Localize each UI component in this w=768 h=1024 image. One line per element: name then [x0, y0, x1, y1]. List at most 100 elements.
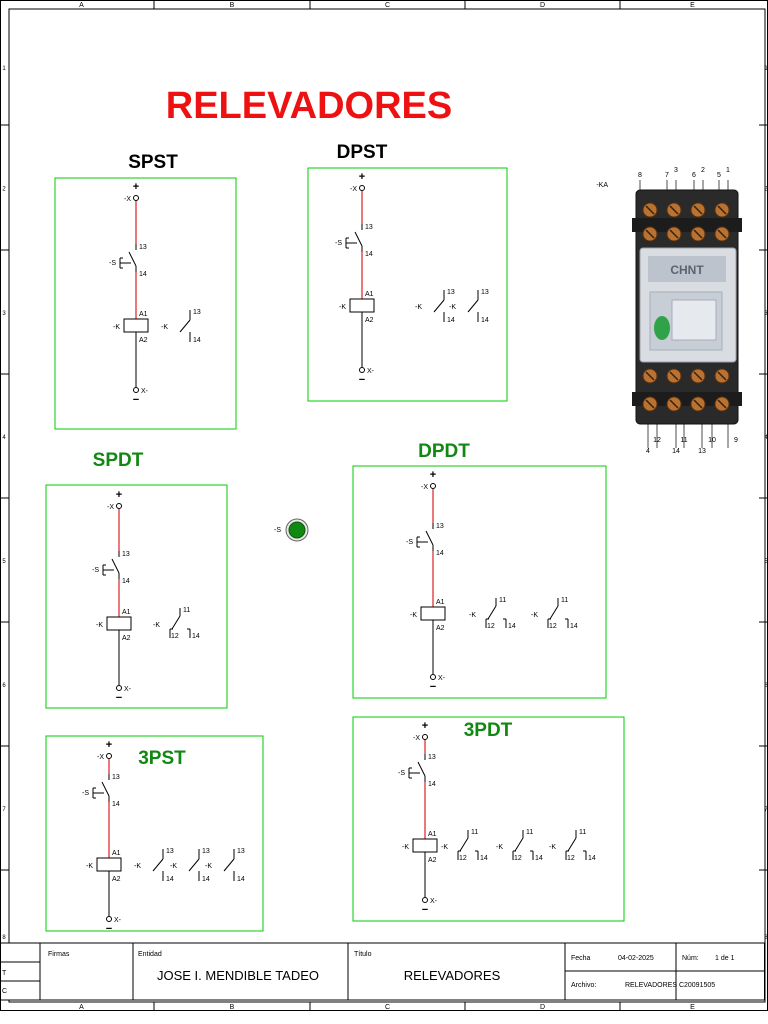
supply-plus-sign: +: [133, 181, 139, 193]
contact-terminal: 14: [535, 855, 543, 862]
row-label: 1: [764, 66, 768, 72]
row-label: 1: [2, 66, 6, 72]
circuit-title: 3PDT: [464, 720, 513, 741]
pin-label: 11: [680, 437, 687, 444]
row-label: 4: [2, 435, 6, 441]
relay-indicator-flag: [654, 316, 670, 340]
contact-ref: -K: [134, 863, 141, 870]
contact-terminal: 11: [526, 829, 533, 836]
switch-ref: -S: [406, 539, 413, 546]
tb-titulo-label: Título: [354, 951, 372, 958]
terminal-ref: -X: [413, 735, 420, 742]
row-label: 2: [2, 187, 6, 193]
terminal-circle: [106, 753, 112, 759]
tb-num-value: 1 de 1: [715, 955, 735, 962]
screw-slot: [693, 399, 703, 409]
circuit-title: DPDT: [418, 441, 470, 462]
coil-terminal: A2: [428, 857, 437, 864]
terminal-circle: [359, 367, 365, 373]
switch-terminal: 13: [436, 523, 444, 530]
contact-terminal: 14: [508, 623, 516, 630]
terminal-ref: X-: [114, 917, 122, 924]
contact-terminal: 13: [166, 848, 174, 855]
screw-slot: [645, 371, 655, 381]
switch-ref: -S: [109, 260, 116, 267]
terminal-circle: [359, 185, 365, 191]
contact-ref: -K: [415, 304, 422, 311]
supply-minus-sign: −: [116, 692, 122, 704]
switch-terminal: 13: [122, 551, 130, 558]
relay-label-plate: [648, 256, 726, 282]
supply-minus-sign: −: [359, 374, 365, 386]
contact-blade: [179, 319, 191, 333]
contact-terminal: 14: [193, 337, 201, 344]
coil-ref: -K: [339, 304, 346, 311]
row-label: 7: [2, 807, 6, 813]
circuit-box: [54, 177, 237, 430]
contact-ref: -K: [205, 863, 212, 870]
terminal-ref: -X: [97, 754, 104, 761]
switch-ref: -S: [335, 240, 342, 247]
tb-archivo-label: Archivo:: [571, 982, 596, 989]
coil-terminal: A2: [112, 876, 121, 883]
terminal-ref: -X: [124, 196, 131, 203]
contact-terminal: 14: [192, 633, 200, 640]
pin-label: 12: [653, 437, 661, 444]
contact-ref: -K: [161, 324, 168, 331]
switch-ref: -S: [82, 790, 89, 797]
contact-terminal: 14: [237, 876, 245, 883]
terminal-ref: X-: [141, 388, 149, 395]
pin-label: 3: [674, 167, 678, 174]
supply-plus-sign: +: [359, 171, 365, 183]
contact-terminal: 13: [193, 309, 201, 316]
row-label: 3: [764, 311, 768, 317]
column-label: A: [79, 2, 84, 9]
relay-contacts-visual: [671, 299, 717, 341]
circuit-title: 3PST: [138, 748, 186, 769]
switch-terminal: 14: [428, 781, 436, 788]
contact-ref: -K: [449, 304, 456, 311]
switch-ref: -S: [398, 770, 405, 777]
socket-flange: [632, 218, 742, 232]
circuit-title: SPDT: [93, 450, 144, 471]
contact-blade: [433, 299, 445, 313]
relay-coil: [420, 606, 446, 621]
coil-ref: -K: [86, 863, 93, 870]
supply-minus-sign: −: [430, 681, 436, 693]
circuit-box: [45, 735, 264, 932]
relay-coil: [123, 318, 149, 333]
tb-num-label: Núm:: [682, 955, 699, 962]
tb-fecha-value: 04-02-2025: [618, 955, 654, 962]
screw-slot: [669, 229, 679, 239]
pin-label: 8: [638, 172, 642, 179]
terminal-circle: [430, 674, 436, 680]
terminal-circle: [106, 916, 112, 922]
circuit-title: SPST: [128, 152, 178, 173]
circuit-box: [45, 484, 228, 709]
contact-ref: -K: [549, 844, 556, 851]
screw-slot: [669, 205, 679, 215]
circuit-title: DPST: [337, 142, 388, 163]
coil-ref: -K: [113, 324, 120, 331]
row-label: 5: [2, 559, 6, 565]
row-label: 5: [764, 559, 768, 565]
contact-terminal: 13: [447, 289, 455, 296]
supply-minus-sign: −: [133, 394, 139, 406]
pin-label: 2: [701, 167, 705, 174]
supply-plus-sign: +: [116, 489, 122, 501]
screw-slot: [717, 399, 727, 409]
circuit-box: [307, 167, 508, 402]
contact-blade: [459, 837, 469, 852]
pin-label: 9: [734, 437, 738, 444]
contact-terminal: 12: [514, 855, 522, 862]
row-label: 6: [764, 683, 768, 689]
